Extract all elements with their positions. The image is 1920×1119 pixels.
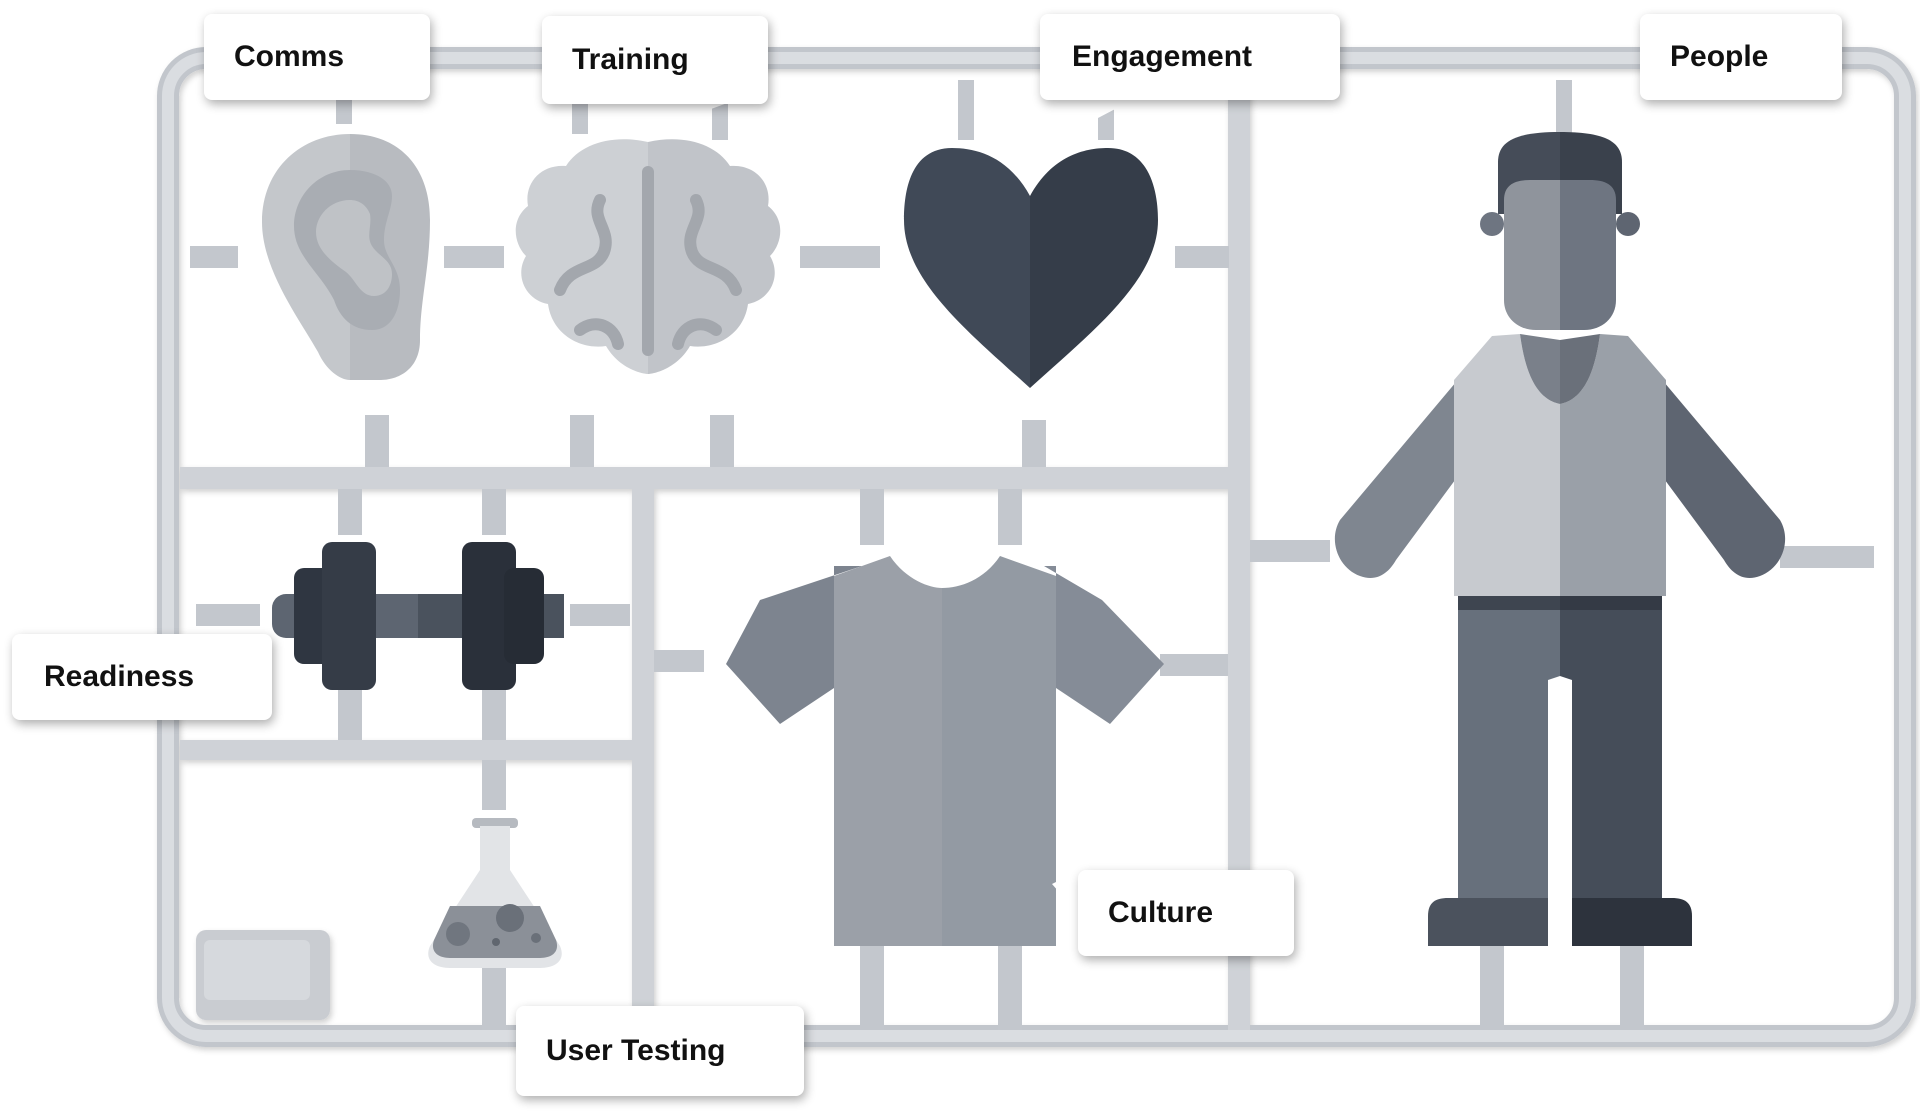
label-training: Training <box>542 16 768 104</box>
sprue-gates <box>190 80 1874 1030</box>
flask-icon <box>428 818 562 968</box>
dumbbell-icon <box>272 542 564 690</box>
label-people: People <box>1640 14 1842 100</box>
training-label-text: Training <box>572 43 689 76</box>
readiness-label-text: Readiness <box>44 660 195 693</box>
comms-label-text: Comms <box>234 40 345 73</box>
callout-tails <box>252 94 1722 1010</box>
label-culture: Culture <box>1078 870 1294 956</box>
user-testing-label-text: User Testing <box>546 1034 726 1067</box>
culture-label-text: Culture <box>1108 896 1213 929</box>
people-label-text: People <box>1670 40 1769 73</box>
brain-icon <box>515 139 781 374</box>
label-user-testing: User Testing <box>516 1006 804 1096</box>
sprue-frame <box>157 47 1916 1047</box>
label-readiness: Readiness <box>12 634 272 720</box>
tshirt-icon <box>726 556 1164 946</box>
heart-icon <box>904 148 1158 388</box>
label-comms: Comms <box>204 14 430 100</box>
person-icon <box>1334 132 1786 946</box>
ear-icon <box>262 134 430 380</box>
label-engagement: Engagement <box>1040 14 1340 100</box>
engagement-label-text: Engagement <box>1072 40 1253 73</box>
